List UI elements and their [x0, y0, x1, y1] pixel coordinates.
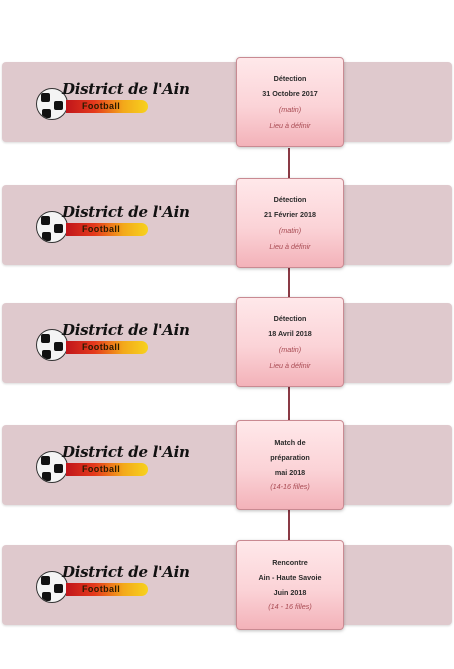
district-logo: District de l'Ain Football [34, 201, 190, 249]
event-line: Match de [274, 438, 306, 448]
event-card: Détection 18 Avril 2018 (matin) Lieu à d… [236, 297, 344, 387]
logo-stripe [66, 463, 148, 476]
event-line: Lieu à définir [269, 120, 311, 130]
event-row: District de l'Ain Football [2, 425, 452, 505]
event-row: District de l'Ain Football [2, 545, 452, 625]
event-row: District de l'Ain Football [2, 185, 452, 265]
logo-stripe [66, 100, 148, 113]
event-row: District de l'Ain Football [2, 303, 452, 383]
logo-title: District de l'Ain [62, 80, 190, 98]
event-card: Détection 21 Février 2018 (matin) Lieu à… [236, 178, 344, 268]
logo-subtitle: Football [82, 584, 121, 594]
event-line: mai 2018 [274, 467, 306, 477]
connector-line [288, 508, 290, 542]
event-line: (matin) [278, 345, 302, 354]
district-logo: District de l'Ain Football [34, 319, 190, 367]
football-icon [36, 571, 68, 603]
event-line: Détection [273, 194, 307, 204]
event-line: (14 - 16 filles) [268, 602, 312, 612]
logo-subtitle: Football [82, 224, 121, 234]
connector-line [288, 266, 290, 298]
football-icon [36, 211, 68, 243]
logo-title: District de l'Ain [62, 443, 190, 461]
logo-subtitle: Football [82, 342, 121, 352]
logo-title: District de l'Ain [62, 563, 190, 581]
logo-stripe [66, 341, 148, 354]
logo-stripe [66, 583, 148, 596]
event-line: 18 Avril 2018 [268, 329, 312, 339]
event-line: Lieu à définir [269, 241, 311, 251]
event-line: préparation [270, 452, 310, 462]
logo-title: District de l'Ain [62, 203, 190, 221]
district-logo: District de l'Ain Football [34, 561, 190, 609]
event-line: Rencontre [272, 558, 308, 568]
connector-line [288, 148, 290, 180]
logo-subtitle: Football [82, 464, 121, 474]
logo-stripe [66, 223, 148, 236]
event-line: Juin 2018 [273, 587, 307, 597]
district-logo: District de l'Ain Football [34, 78, 190, 126]
event-line: (matin) [278, 226, 302, 235]
event-row: District de l'Ain Football [2, 62, 452, 142]
football-icon [36, 88, 68, 120]
event-card: Détection 31 Octobre 2017 (matin) Lieu à… [236, 57, 344, 147]
event-line: 21 Février 2018 [264, 210, 316, 220]
logo-subtitle: Football [82, 101, 121, 111]
event-line: Détection [273, 73, 307, 83]
event-line: (14-16 filles) [270, 482, 310, 492]
event-line: Lieu à définir [269, 360, 311, 370]
event-line: Détection [273, 313, 307, 323]
district-logo: District de l'Ain Football [34, 441, 190, 489]
event-line: 31 Octobre 2017 [262, 89, 318, 99]
logo-title: District de l'Ain [62, 321, 190, 339]
event-line: (matin) [278, 105, 302, 114]
event-line: Ain - Haute Savoie [258, 572, 322, 582]
event-card: Rencontre Ain - Haute Savoie Juin 2018 (… [236, 540, 344, 630]
connector-line [288, 384, 290, 420]
event-card: Match de préparation mai 2018 (14-16 fil… [236, 420, 344, 510]
